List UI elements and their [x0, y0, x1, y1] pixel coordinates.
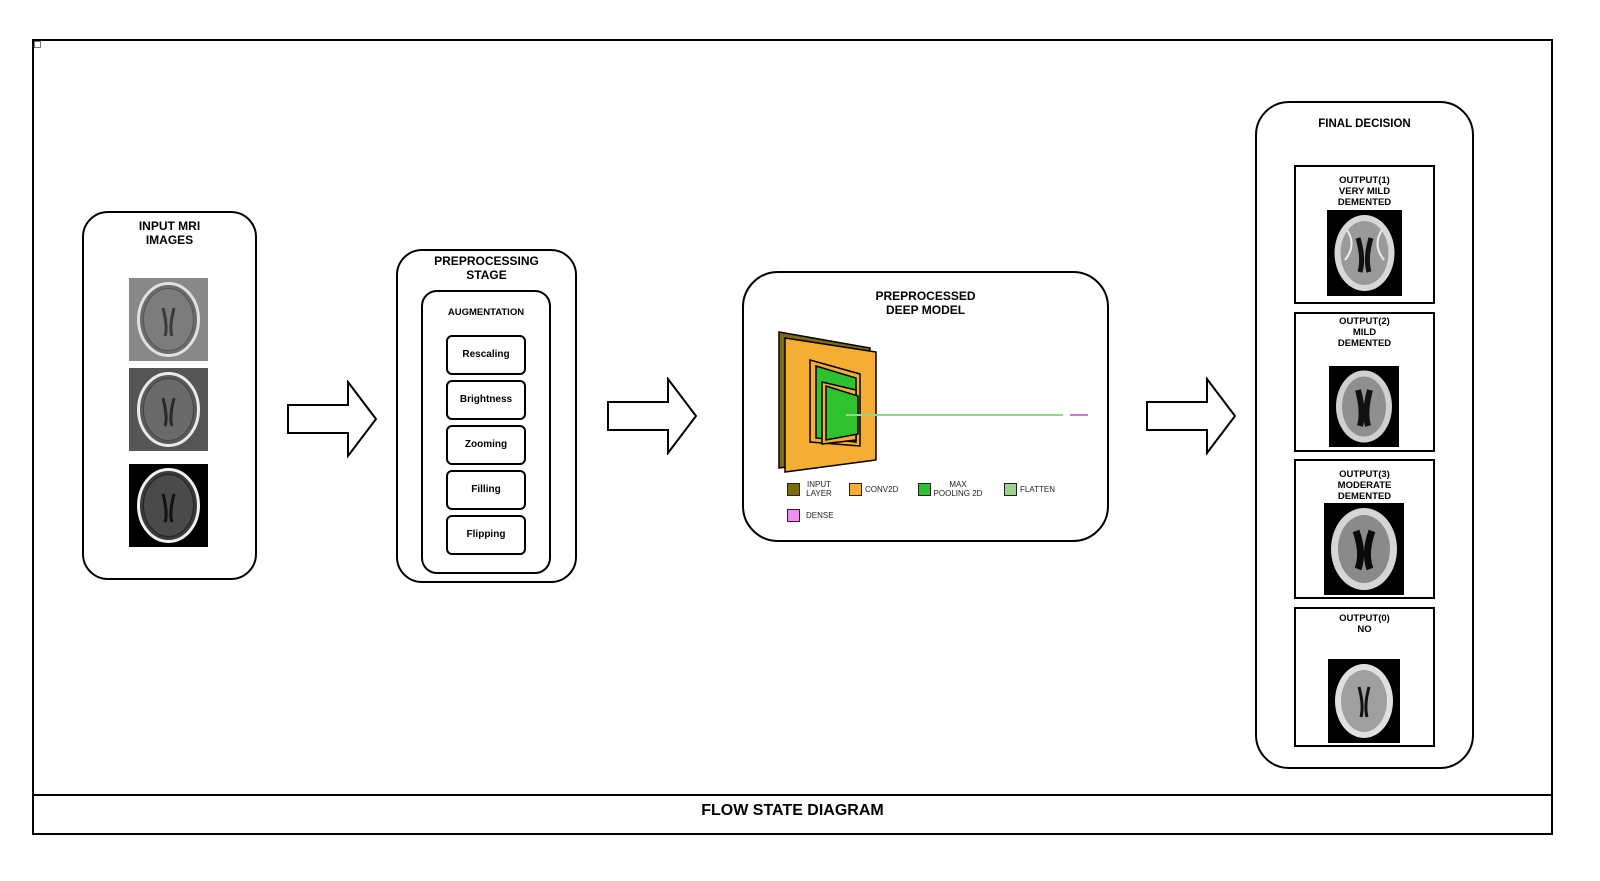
preprocessing-title-line-1: PREPROCESSING	[434, 254, 539, 268]
cnn-architecture-illustration	[778, 331, 1088, 473]
legend-swatch-flatten	[1004, 483, 1017, 496]
mri-image-3	[129, 464, 208, 547]
step-rescaling: Rescaling	[446, 335, 526, 375]
legend-swatch-dense	[787, 509, 800, 522]
step-flipping: Flipping	[446, 515, 526, 555]
step-brightness: Brightness	[446, 380, 526, 420]
mri-image-1	[129, 278, 208, 361]
mri-output-image-2	[1329, 366, 1399, 447]
maxpool-layer-shape-2	[825, 384, 859, 441]
input-title-line-2: IMAGES	[145, 233, 194, 247]
diagram-caption: FLOW STATE DIAGRAM	[701, 802, 884, 819]
input-title-line-1: INPUT MRI	[138, 219, 201, 233]
step-zooming: Zooming	[446, 425, 526, 465]
deep-model-title-line-1: PREPROCESSED	[875, 289, 976, 303]
preprocessing-title-line-2: STAGE	[466, 268, 507, 282]
flow-arrow-1-icon	[287, 380, 378, 458]
flow-arrow-2-icon	[607, 377, 698, 455]
caption-divider	[32, 794, 1553, 796]
flow-arrow-3-icon	[1146, 377, 1237, 455]
mri-output-image-1	[1327, 210, 1402, 296]
deep-model-title-line-2: DEEP MODEL	[885, 303, 966, 317]
legend-swatch-max-pooling	[918, 483, 931, 496]
output-label-no-dementia: OUTPUT(0)NO	[1339, 613, 1390, 635]
preprocessing-panel-title: PREPROCESSING STAGE	[396, 254, 577, 282]
diagram-frame	[32, 39, 1553, 835]
augmentation-title: AUGMENTATION	[447, 307, 525, 318]
input-panel-title: INPUT MRI IMAGES	[82, 219, 257, 247]
mri-image-2	[129, 368, 208, 451]
legend-label-flatten: FLATTEN	[1020, 485, 1055, 494]
final-decision-title: FINAL DECISION	[1318, 118, 1411, 130]
mri-output-image-3	[1324, 503, 1404, 595]
mri-output-image-4	[1328, 659, 1400, 743]
frame-corner-icon	[34, 41, 41, 48]
legend-swatch-input-layer	[787, 483, 800, 496]
deep-model-title: PREPROCESSED DEEP MODEL	[742, 289, 1109, 317]
legend-swatch-conv2d	[849, 483, 862, 496]
legend-label-conv2d: CONV2D	[865, 485, 899, 494]
legend-label-dense: DENSE	[806, 511, 834, 520]
step-filling: Filling	[446, 470, 526, 510]
